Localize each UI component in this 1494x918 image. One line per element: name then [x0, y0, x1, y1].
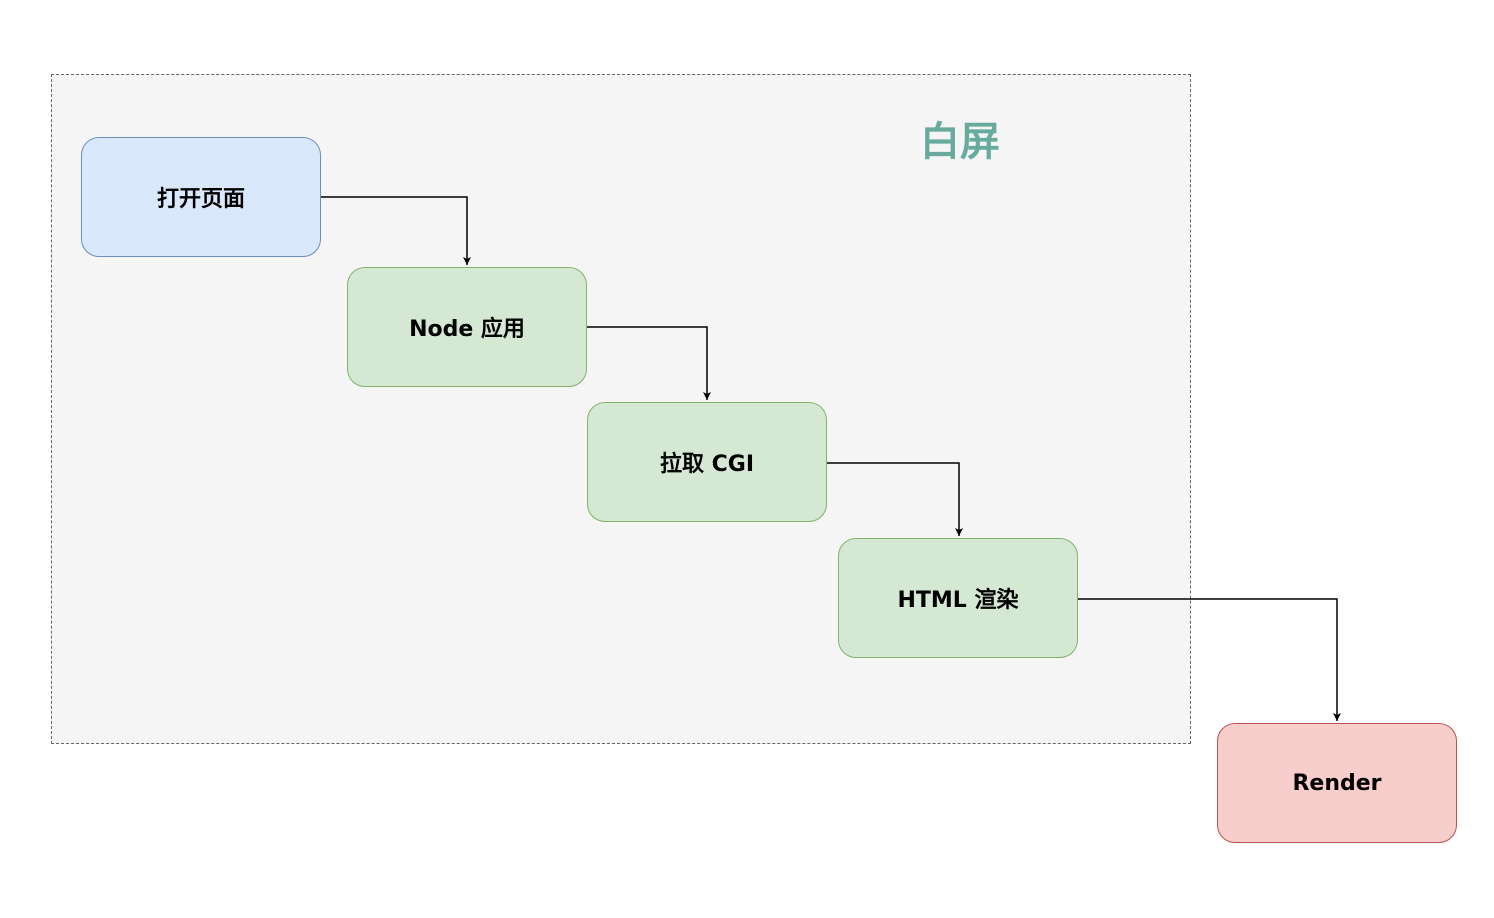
- node-render-label: Render: [1292, 770, 1382, 796]
- node-open-page-label: 打开页面: [156, 187, 245, 212]
- node-fetch-cgi-label: 拉取 CGI: [659, 452, 755, 477]
- node-open-page[interactable]: 打开页面: [81, 137, 321, 257]
- node-node-app[interactable]: Node 应用: [347, 267, 587, 387]
- node-render[interactable]: Render: [1217, 723, 1457, 843]
- node-html-render-label: HTML 渲染: [897, 588, 1019, 613]
- region-title: 白屏: [920, 119, 1000, 165]
- node-node-app-label: Node 应用: [409, 317, 525, 342]
- node-html-render[interactable]: HTML 渲染: [838, 538, 1078, 658]
- node-fetch-cgi[interactable]: 拉取 CGI: [587, 402, 827, 522]
